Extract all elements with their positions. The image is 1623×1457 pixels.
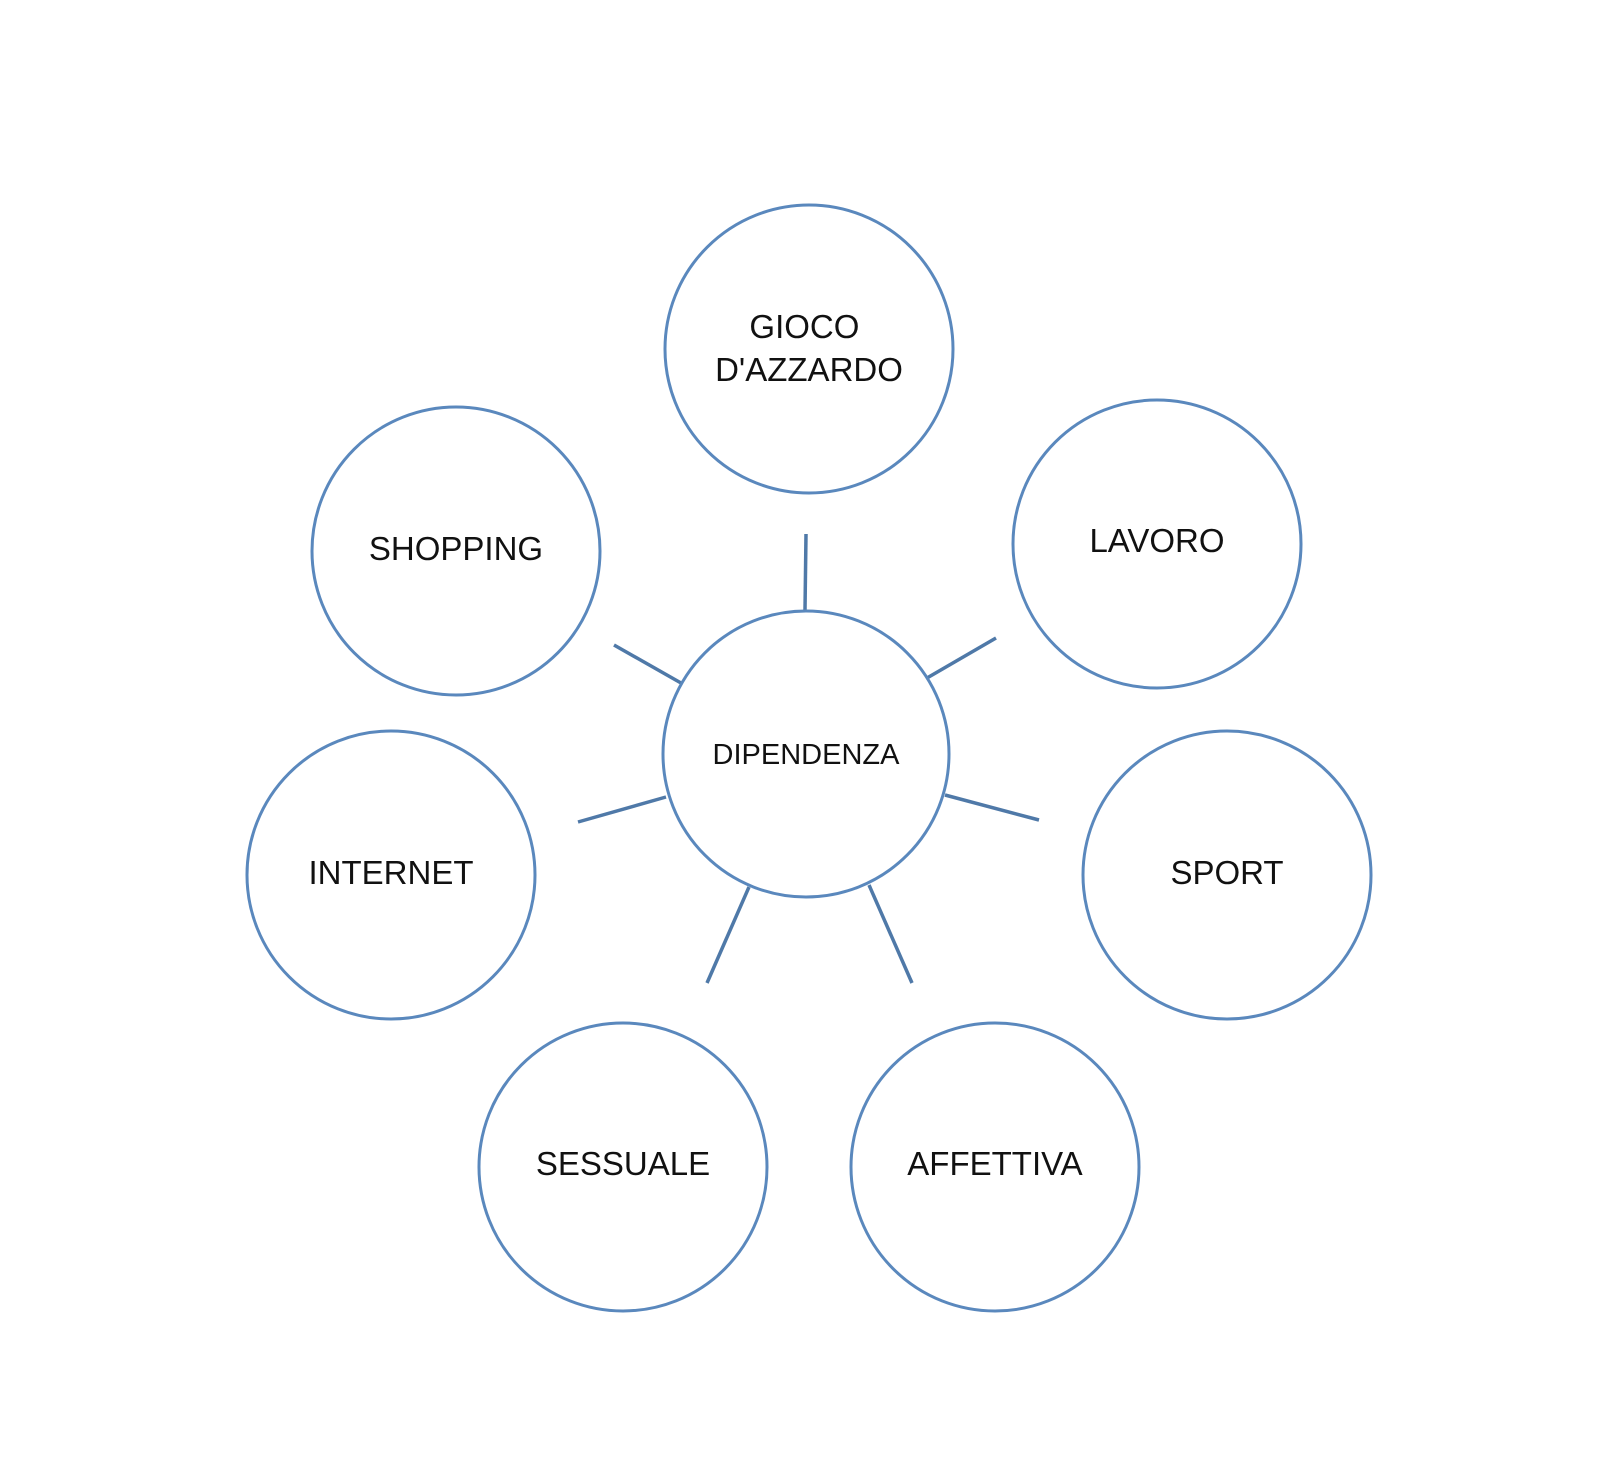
node-internet-circle — [245, 729, 537, 1021]
svg-text:DIPENDENZA: DIPENDENZA — [713, 739, 901, 771]
node-affettiva: AFFETTIVA — [849, 1021, 1141, 1313]
node-sessuale-label: SESSUALE — [536, 1145, 710, 1182]
center-node-circle — [661, 609, 951, 899]
node-gioco-dazzardo-label-line-1: GIOCO — [749, 308, 859, 345]
center-node: DIPENDENZA — [661, 609, 951, 899]
node-internet: INTERNET — [245, 729, 537, 1021]
node-sessuale-circle — [477, 1021, 769, 1313]
svg-text:LAVORO: LAVORO — [1089, 522, 1224, 559]
node-sport-label: SPORT — [1170, 854, 1283, 891]
svg-text:SHOPPING: SHOPPING — [369, 530, 543, 567]
svg-text:GIOCO D'AZZARDO: GIOCO D'AZZARDO — [715, 308, 903, 388]
spoke-sessuale — [705, 886, 751, 984]
center-node-label: DIPENDENZA — [713, 739, 901, 771]
svg-text:INTERNET: INTERNET — [309, 854, 474, 891]
node-lavoro-label: LAVORO — [1089, 522, 1224, 559]
spoke-affettiva — [867, 884, 914, 984]
node-shopping: SHOPPING — [310, 405, 602, 697]
node-shopping-circle — [310, 405, 602, 697]
svg-text:SESSUALE: SESSUALE — [536, 1145, 710, 1182]
node-affettiva-circle — [849, 1021, 1141, 1313]
node-sport-circle — [1081, 729, 1373, 1021]
spoke-lavoro — [926, 636, 997, 680]
spoke-gioco-dazzardo — [803, 533, 808, 611]
node-sport: SPORT — [1081, 729, 1373, 1021]
node-lavoro: LAVORO — [1011, 398, 1303, 690]
node-gioco-dazzardo: GIOCO D'AZZARDO — [663, 203, 955, 495]
node-affettiva-label: AFFETTIVA — [907, 1145, 1082, 1182]
node-lavoro-circle — [1011, 398, 1303, 690]
node-gioco-dazzardo-label-line-2: D'AZZARDO — [715, 351, 903, 388]
spoke-sport — [944, 793, 1040, 822]
node-shopping-label: SHOPPING — [369, 530, 543, 567]
spoke-shopping — [613, 643, 682, 685]
node-gioco-dazzardo-circle — [663, 203, 955, 495]
node-internet-label: INTERNET — [309, 854, 474, 891]
svg-text:SPORT: SPORT — [1170, 854, 1283, 891]
spoke-internet — [577, 795, 667, 824]
node-sessuale: SESSUALE — [477, 1021, 769, 1313]
svg-text:AFFETTIVA: AFFETTIVA — [907, 1145, 1082, 1182]
